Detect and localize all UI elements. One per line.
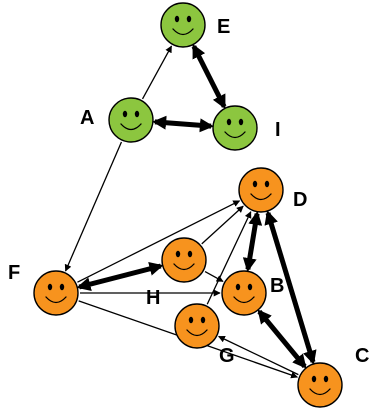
- eye-mark: [187, 250, 193, 258]
- edge-d-b: [242, 210, 263, 273]
- eye-mark: [323, 375, 329, 383]
- eye-mark: [252, 180, 258, 188]
- node-label-i: I: [275, 119, 281, 141]
- eye-mark: [311, 375, 317, 383]
- node-g: G: [174, 303, 235, 367]
- eye-mark: [174, 15, 180, 23]
- edge-b-c: [257, 309, 307, 369]
- smile-mark: [224, 131, 246, 139]
- node-d: D: [238, 167, 307, 213]
- node-e: E: [160, 2, 230, 48]
- eye-mark: [226, 118, 232, 126]
- node-label-e: E: [217, 16, 230, 38]
- edges-group: [64, 43, 317, 379]
- node-label-c: C: [355, 345, 369, 367]
- smiley-face-icon: [297, 362, 343, 408]
- node-h: H: [146, 237, 207, 309]
- node-i: I: [212, 105, 281, 151]
- edge-e-i: [191, 43, 227, 110]
- smiley-face-icon: [33, 270, 79, 316]
- smile-mark: [233, 296, 255, 304]
- smiley-face-icon: [174, 303, 220, 349]
- node-label-b: B: [270, 275, 284, 297]
- eye-mark: [188, 316, 194, 324]
- node-f: F: [8, 262, 79, 316]
- node-label-f: F: [8, 262, 20, 284]
- smile-mark: [250, 193, 272, 201]
- node-label-d: D: [293, 189, 307, 211]
- edge-c-g: [218, 335, 299, 376]
- edge-a-e: [141, 45, 173, 100]
- edge-h-b: [204, 270, 224, 283]
- eye-mark: [122, 110, 128, 118]
- eye-mark: [238, 118, 244, 126]
- eye-mark: [59, 283, 65, 291]
- smile-mark: [309, 388, 331, 396]
- smiley-face-icon: [160, 2, 206, 48]
- edge-a-i: [152, 115, 214, 133]
- smile-mark: [120, 123, 142, 131]
- eye-mark: [134, 110, 140, 118]
- eye-mark: [186, 15, 192, 23]
- smiley-face-icon: [212, 105, 258, 151]
- eye-mark: [200, 316, 206, 324]
- smile-mark: [172, 28, 194, 36]
- edge-h-f: [76, 262, 164, 291]
- smiley-face-icon: [221, 270, 267, 316]
- node-c: C: [297, 345, 369, 408]
- edge-f-d: [77, 200, 241, 283]
- edge-a-f: [64, 141, 123, 272]
- nodes-group: E A I D F H B G C: [8, 2, 369, 408]
- eye-mark: [47, 283, 53, 291]
- node-a: A: [80, 97, 154, 143]
- smile-mark: [45, 296, 67, 304]
- eye-mark: [235, 283, 241, 291]
- node-label-g: G: [219, 345, 235, 367]
- smile-mark: [186, 329, 208, 337]
- smiley-face-icon: [238, 167, 284, 213]
- eye-mark: [175, 250, 181, 258]
- smiley-face-icon: [161, 237, 207, 283]
- smiley-face-icon: [108, 97, 154, 143]
- smile-mark: [173, 263, 195, 271]
- eye-mark: [247, 283, 253, 291]
- node-label-a: A: [80, 107, 94, 129]
- node-b: B: [221, 270, 284, 316]
- eye-mark: [264, 180, 270, 188]
- edge-h-d: [201, 205, 244, 245]
- node-label-h: H: [146, 287, 160, 309]
